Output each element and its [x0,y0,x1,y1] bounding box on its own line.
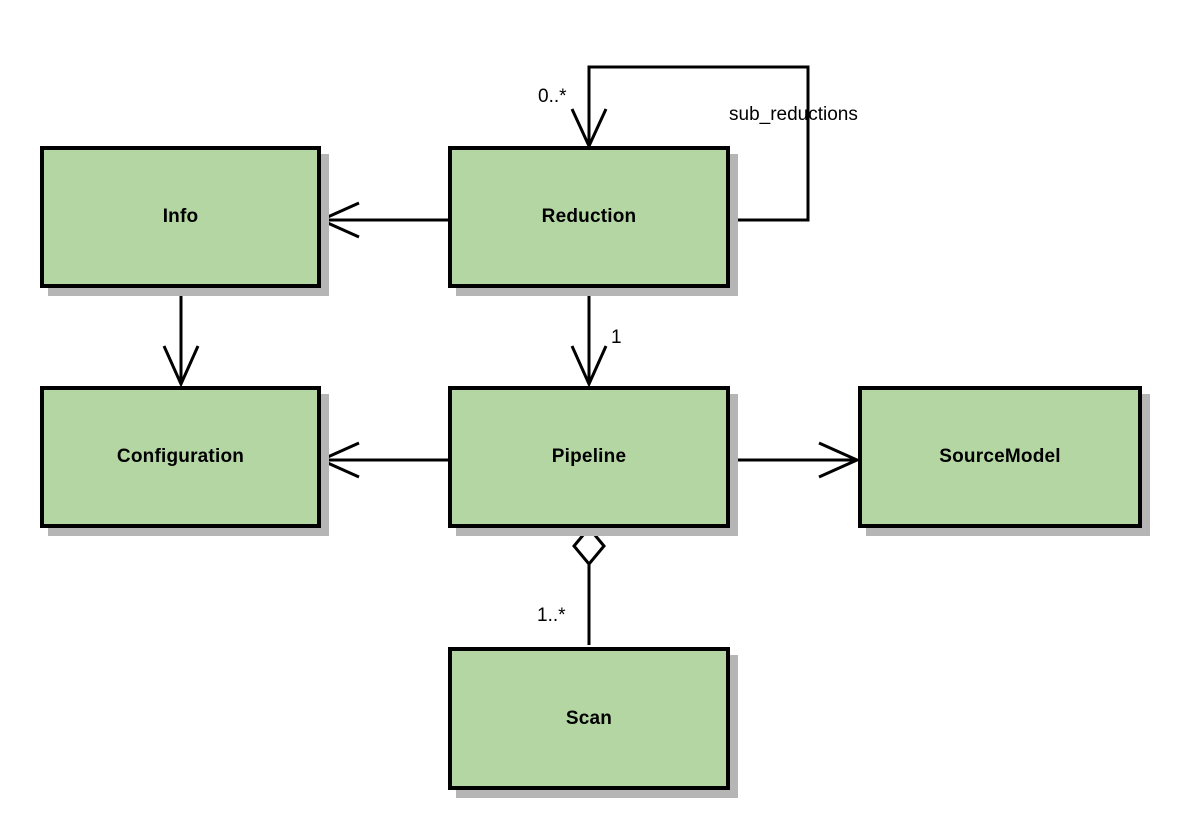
multiplicity-label-reduction-self: 0..* [538,86,567,107]
class-box-info[interactable]: Info [40,146,321,288]
edge-info-to-configuration [162,288,200,388]
class-box-configuration[interactable]: Configuration [40,386,321,528]
class-name-sourcemodel: SourceModel [939,446,1061,467]
edge-pipeline-to-configuration [317,441,448,479]
open-arrowhead-left-icon [317,441,360,479]
edge-pipeline-to-sourcemodel [730,441,861,479]
multiplicity-label-pipeline-scan: 1..* [537,605,566,626]
class-name-configuration: Configuration [116,446,245,467]
class-name-reduction: Reduction [541,206,637,227]
open-arrowhead-down-icon [162,345,200,388]
open-arrowhead-right-icon [818,441,861,479]
role-label-sub-reductions: sub_reductions [729,104,858,125]
hollow-diamond-icon [572,525,606,567]
edge-reduction-to-pipeline [570,288,608,388]
open-arrowhead-left-icon [317,201,360,239]
open-arrowhead-down-icon [570,345,608,388]
class-box-sourcemodel[interactable]: SourceModel [858,386,1142,528]
class-name-pipeline: Pipeline [551,446,627,467]
edge-pipeline-to-scan-aggregation [572,525,606,645]
class-box-reduction[interactable]: Reduction [448,146,730,288]
class-box-pipeline[interactable]: Pipeline [448,386,730,528]
edge-reduction-to-info [317,201,448,239]
class-name-info: Info [162,206,199,227]
multiplicity-label-reduction-pipeline: 1 [611,327,622,348]
class-box-scan[interactable]: Scan [448,647,730,790]
class-name-scan: Scan [565,707,613,729]
